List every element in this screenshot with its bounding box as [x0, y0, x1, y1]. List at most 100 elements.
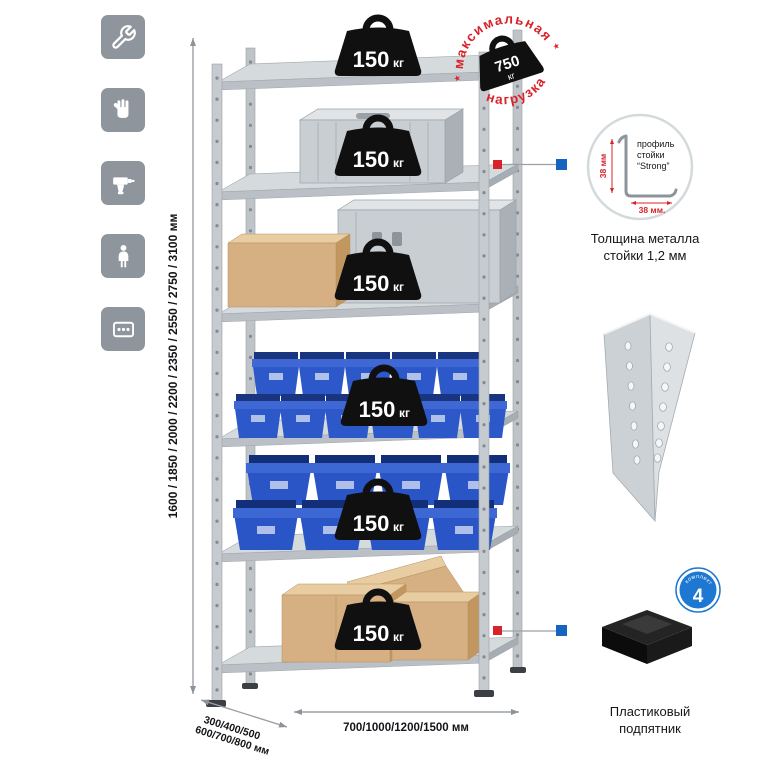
shelf-load-weight: 150 кг [334, 238, 422, 300]
post-hole [657, 421, 665, 431]
weight-body [334, 251, 422, 300]
load-value: 150 [359, 397, 396, 422]
post-hole [655, 438, 663, 448]
weight-handle [368, 364, 400, 381]
post-hole [630, 421, 638, 431]
storage-bin [234, 394, 282, 438]
feature-icon-column [101, 15, 145, 351]
drill-icon-glyph [112, 176, 134, 194]
blue-marker-square [556, 159, 567, 170]
profile-height-label: 38 мм [598, 154, 608, 178]
foot-caption-line2: подпятник [619, 721, 681, 736]
profile-cross-section [617, 134, 678, 198]
front-right-post [478, 51, 490, 693]
wrench-icon-glyph [111, 24, 136, 49]
stamp-load-unit: кг [506, 70, 517, 82]
post-hole [632, 439, 639, 449]
weight-body [334, 27, 422, 76]
detail-connector-top [493, 159, 567, 170]
post-foot [242, 683, 258, 689]
post-top-highlight [603, 312, 696, 335]
foot-left-face [602, 627, 647, 664]
case-side [444, 108, 464, 184]
storage-bin [436, 352, 484, 396]
load-value: 150 [353, 147, 390, 172]
storage-bin [252, 352, 300, 396]
perforated-profile-icon-glyph [112, 321, 134, 337]
weight-handle [362, 14, 394, 31]
person-icon-glyph [118, 244, 128, 267]
load-value: 150 [353, 271, 390, 296]
post-hole [653, 453, 662, 463]
stamp-star-left: ★ [453, 73, 463, 84]
shelf-load-weight: 150 кг [340, 364, 428, 426]
foot-right-face [647, 627, 692, 664]
load-value: 150 [353, 47, 390, 72]
storage-bin [298, 352, 346, 396]
profile-width-label: 38 мм. [639, 205, 666, 215]
cardboard-box [227, 233, 351, 308]
post-hole [661, 382, 669, 392]
load-unit: кг [393, 630, 404, 644]
case-latch [392, 232, 402, 246]
quantity-badge: в комплекте 4 [675, 567, 721, 613]
load-unit: кг [393, 520, 404, 534]
shelf-load-weight: 150 кг [334, 114, 422, 176]
load-value: 150 [353, 511, 390, 536]
shelf-load-weight: 150 кг [334, 588, 422, 650]
height-dimension: 1600 / 1850 / 2000 / 2200 / 2350 / 2550 … [166, 38, 196, 694]
box-front [227, 242, 337, 308]
weight-body [334, 601, 422, 650]
red-marker-square [493, 626, 502, 635]
profile-caption-line1: Толщина металла [591, 231, 700, 246]
weight-handle [362, 478, 394, 495]
storage-bin [233, 500, 299, 550]
box-top [227, 233, 351, 244]
plastic-foot-detail [602, 610, 692, 664]
storage-bin [279, 394, 327, 438]
post-hole [663, 362, 671, 372]
storage-bin [444, 455, 510, 505]
weight-handle [362, 238, 394, 255]
gloves-icon [101, 88, 145, 132]
post-foot [474, 690, 494, 697]
weight-body [479, 41, 544, 92]
load-unit: кг [393, 56, 404, 70]
gloves-icon-glyph [113, 98, 128, 118]
post-hole [624, 341, 632, 351]
post-hole [665, 342, 673, 352]
foot-caption-line1: Пластиковый [610, 704, 690, 719]
profile-label-line3: “Strong” [637, 161, 670, 171]
red-marker-square [493, 160, 502, 169]
foot-highlight [622, 615, 672, 634]
depth-dimension: 300/400/500 600/700/800 мм [194, 699, 288, 758]
upright-post-image [603, 312, 696, 523]
weight-body [334, 127, 422, 176]
detail-circle [586, 113, 694, 221]
stamp-load-value: 750 [493, 52, 522, 76]
weight-handle [489, 35, 515, 53]
post-foot [206, 700, 226, 707]
width-dimension: 700/1000/1200/1500 мм [294, 709, 519, 734]
badge-number: 4 [693, 586, 704, 607]
post-foot [510, 667, 526, 673]
detail-connector-bottom [493, 625, 567, 636]
shelf-load-weight: 150 кг [334, 478, 422, 540]
post-face-right [649, 313, 696, 522]
load-value: 150 [353, 621, 390, 646]
post-hole [659, 402, 667, 412]
stamp-weight: 750 кг [479, 35, 544, 92]
width-dimension-label: 700/1000/1200/1500 мм [343, 722, 469, 734]
load-unit: кг [393, 280, 404, 294]
blue-marker-square [556, 625, 567, 636]
box-top [391, 591, 483, 603]
post-hole [633, 455, 641, 465]
depth-dimension-line [200, 699, 288, 728]
stamp-star-right: ★ [551, 41, 561, 52]
load-unit: кг [393, 156, 404, 170]
weight-body [340, 377, 428, 426]
wrench-icon [101, 15, 145, 59]
profile-label-line2: стойки [637, 150, 665, 160]
